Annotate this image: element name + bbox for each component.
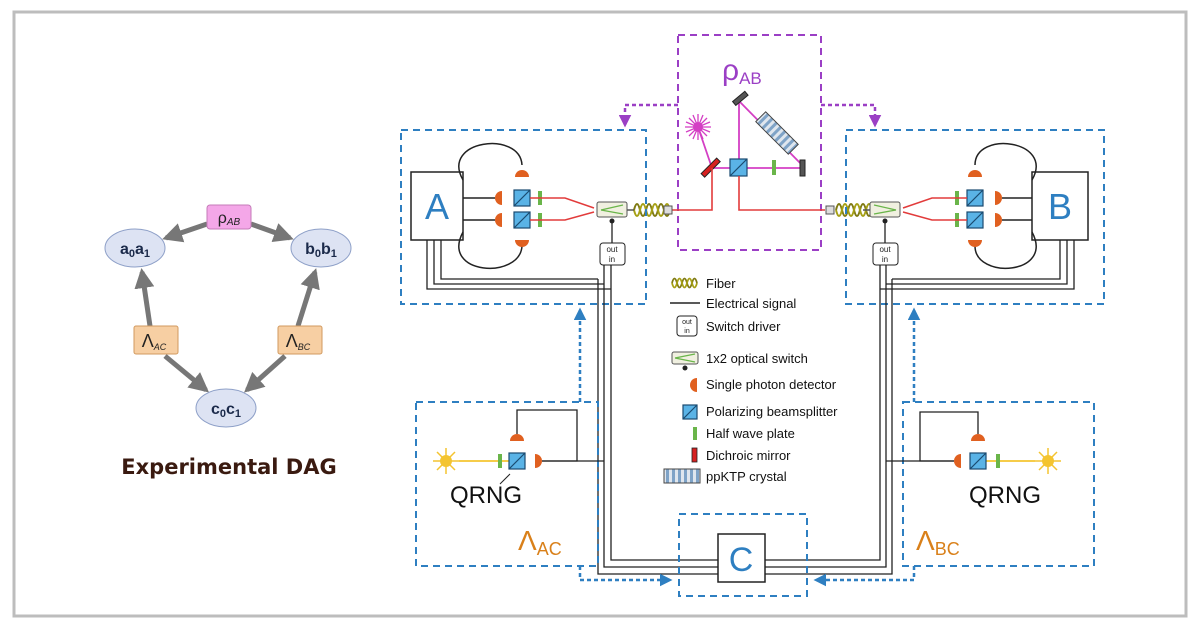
dag-node-b xyxy=(290,228,352,268)
legend-crystal: ppKTP crystal xyxy=(706,469,787,484)
legend-fiber: Fiber xyxy=(706,276,736,291)
dag-node-lambda-bc-label: ΛBC xyxy=(286,331,311,352)
party-a-switch-driver-icon xyxy=(599,242,626,266)
legend-switch-driver: Switch driver xyxy=(706,319,781,334)
dag-node-lambda-ac-label: ΛAC xyxy=(142,331,167,352)
qrng-left-laser-icon xyxy=(433,448,459,474)
legend-electrical: Electrical signal xyxy=(706,296,796,311)
legend-dichroic: Dichroic mirror xyxy=(706,448,791,463)
party-b-detector-3-icon xyxy=(968,170,982,177)
qrng-left-hwp-icon xyxy=(498,454,502,468)
qrng-right-laser-icon xyxy=(1035,448,1061,474)
legend-crystal-icon xyxy=(663,468,701,484)
party-b-driver-in: in xyxy=(882,255,888,264)
dag-node-c-label: c0c1 xyxy=(211,401,241,420)
party-a-station xyxy=(410,171,464,241)
qrng-left-detector-right-icon xyxy=(535,454,542,468)
source-label: ρAB xyxy=(722,54,762,88)
party-a-detector-4-icon xyxy=(515,240,529,247)
lambda-bc-to-c-arrow xyxy=(813,566,916,587)
party-b-label: B xyxy=(1048,186,1072,227)
qrng-left-label: QRNG xyxy=(450,482,522,509)
dag-graph: ρAB a0a1 b0b1 ΛAC ΛBC c0c1 Experimental … xyxy=(104,204,352,479)
ppktp-crystal-icon xyxy=(755,111,799,155)
dag-node-a xyxy=(104,228,166,268)
party-a-box xyxy=(400,129,647,305)
outer-border xyxy=(12,10,1188,618)
dag-edge-rho-a xyxy=(162,221,208,243)
legend-spd-icon xyxy=(690,378,697,392)
legend-driver-out: out xyxy=(682,319,692,326)
qrng-right-label: QRNG xyxy=(969,482,1041,509)
qrng-right-hwp-icon xyxy=(996,454,1000,468)
qrng-left-detector-top-icon xyxy=(510,434,524,441)
legend-optical-switch: 1x2 optical switch xyxy=(706,351,808,366)
party-a-detector-3-icon xyxy=(515,170,529,177)
source-out-left-path xyxy=(672,168,713,211)
dag-node-a-label: a0a1 xyxy=(120,241,150,260)
source-to-a-arrow xyxy=(618,103,678,128)
party-b-cable-top xyxy=(974,142,1037,181)
dag-node-lambda-ac xyxy=(133,325,179,355)
lambda-ac-to-c-arrow xyxy=(578,566,673,587)
party-a-cable-bottom xyxy=(458,231,523,270)
legend-hwp-icon xyxy=(693,427,697,440)
party-c-station xyxy=(717,533,766,583)
mirror-right-icon xyxy=(799,159,806,177)
lambda-ac-box xyxy=(415,401,599,567)
dag-node-c xyxy=(195,388,257,428)
legend-fiber-icon xyxy=(671,277,698,289)
dag-edge-lac-c xyxy=(163,354,210,393)
lambda-ac-label: ΛAC xyxy=(518,525,562,559)
mirror-top-icon xyxy=(731,90,749,107)
source-out-right-path xyxy=(738,176,825,211)
lambda-bc-box xyxy=(902,401,1095,567)
fiber-connector-right xyxy=(825,205,835,215)
dag-title: Experimental DAG xyxy=(121,455,336,479)
dag-node-rho-label: ρAB xyxy=(218,210,241,228)
qrng-right-detector-left-icon xyxy=(954,454,961,468)
party-b-cable-bottom xyxy=(974,231,1037,270)
party-b-driver-out: out xyxy=(879,245,891,254)
party-b-detector-2-icon xyxy=(995,213,1002,227)
fiber-connector-left xyxy=(663,205,673,215)
legend-switch-driver-icon xyxy=(676,315,698,337)
party-b-detector-1-icon xyxy=(995,191,1002,205)
party-a-label: A xyxy=(425,186,449,227)
party-a-cable-top xyxy=(458,142,523,181)
dag-edge-lbc-c xyxy=(244,354,287,393)
legend-dichroic-icon xyxy=(691,447,698,463)
dag-edge-lbc-b xyxy=(295,268,320,327)
source-hwp-icon xyxy=(772,160,776,175)
dag-node-lambda-bc xyxy=(277,325,323,355)
dag-node-b-label: b0b1 xyxy=(305,241,337,260)
lambda-bc-label: ΛBC xyxy=(916,525,960,559)
legend-driver-in: in xyxy=(684,328,690,335)
dag-edge-lac-a xyxy=(134,268,155,327)
party-b-station xyxy=(1031,171,1089,241)
party-a-detector-1-icon xyxy=(495,191,502,205)
party-a-driver-in: in xyxy=(609,255,615,264)
party-a-detector-2-icon xyxy=(495,213,502,227)
legend-hwp: Half wave plate xyxy=(706,426,795,441)
party-b-detector-4-icon xyxy=(968,240,982,247)
legend: Fiber Electrical signal out in Switch dr… xyxy=(663,276,838,484)
party-c-label: C xyxy=(729,541,754,579)
party-a-driver-out: out xyxy=(606,245,618,254)
qrng-right-detector-top-icon xyxy=(971,434,985,441)
legend-spd: Single photon detector xyxy=(706,377,837,392)
electrical-lines-right xyxy=(765,240,1075,575)
legend-pbs: Polarizing beamsplitter xyxy=(706,404,838,419)
dag-node-rho xyxy=(206,204,252,230)
party-c-box xyxy=(678,513,808,597)
dag-edge-rho-b xyxy=(250,221,294,243)
source-to-b-arrow xyxy=(821,103,882,128)
